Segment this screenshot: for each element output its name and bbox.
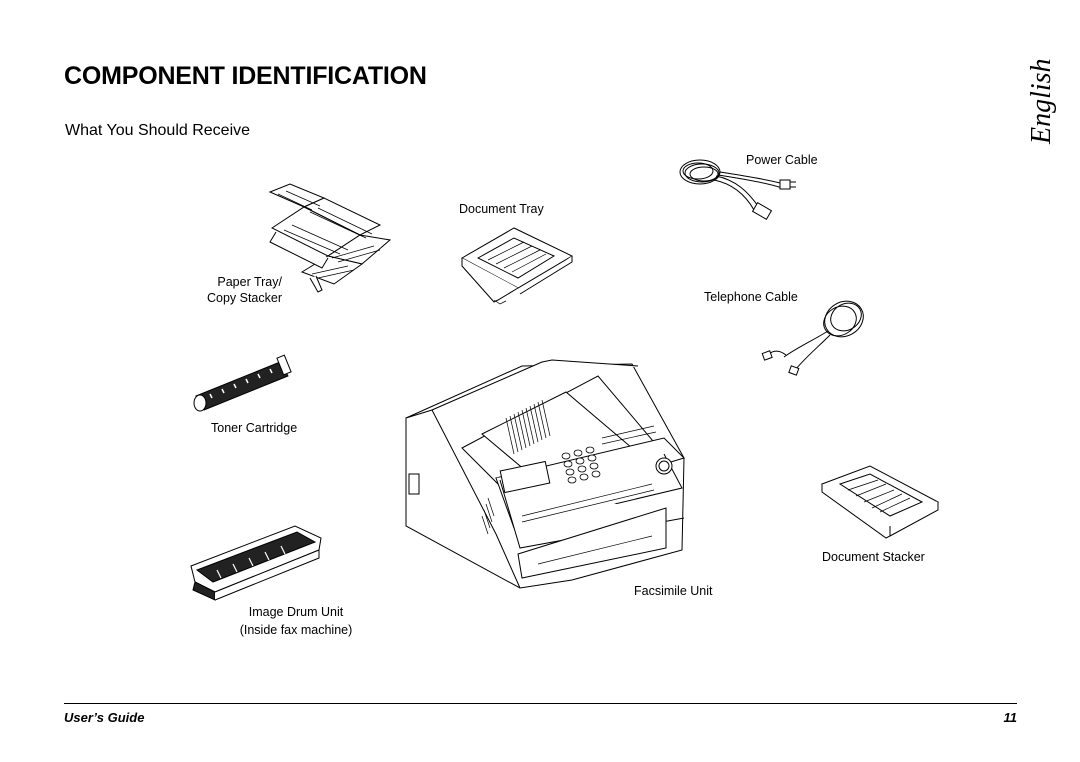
paper-tray-illustration [262,180,397,295]
image-drum-illustration [187,520,327,602]
page-title: COMPONENT IDENTIFICATION [64,62,427,90]
telephone-cable-illustration [760,295,872,380]
toner-cartridge-illustration [190,352,300,420]
document-tray-label: Document Tray [459,202,544,216]
power-cable-illustration [676,150,801,225]
facsimile-unit-label: Facsimile Unit [634,584,713,598]
facsimile-unit-illustration [402,358,692,608]
language-tab-label: English [1026,58,1057,144]
image-drum-label-line1: Image Drum Unit [248,605,344,619]
paper-tray-label-line2: Copy Stacker [206,291,282,305]
toner-cartridge-label: Toner Cartridge [211,421,298,435]
document-stacker-illustration [818,462,943,542]
page-number: 11 [1003,710,1018,725]
footer-divider [64,703,1017,704]
section-subtitle: What You Should Receive [65,122,251,139]
document-tray-illustration [458,222,578,306]
language-tab: English [1006,58,1080,150]
footer-guide-label: User’s Guide [64,710,145,725]
telephone-cable-label: Telephone Cable [704,290,798,304]
image-drum-label-line2: (Inside fax machine) [239,623,353,637]
document-stacker-label: Document Stacker [822,550,925,564]
paper-tray-label-line1: Paper Tray/ [217,275,282,289]
power-cable-label: Power Cable [746,153,818,167]
